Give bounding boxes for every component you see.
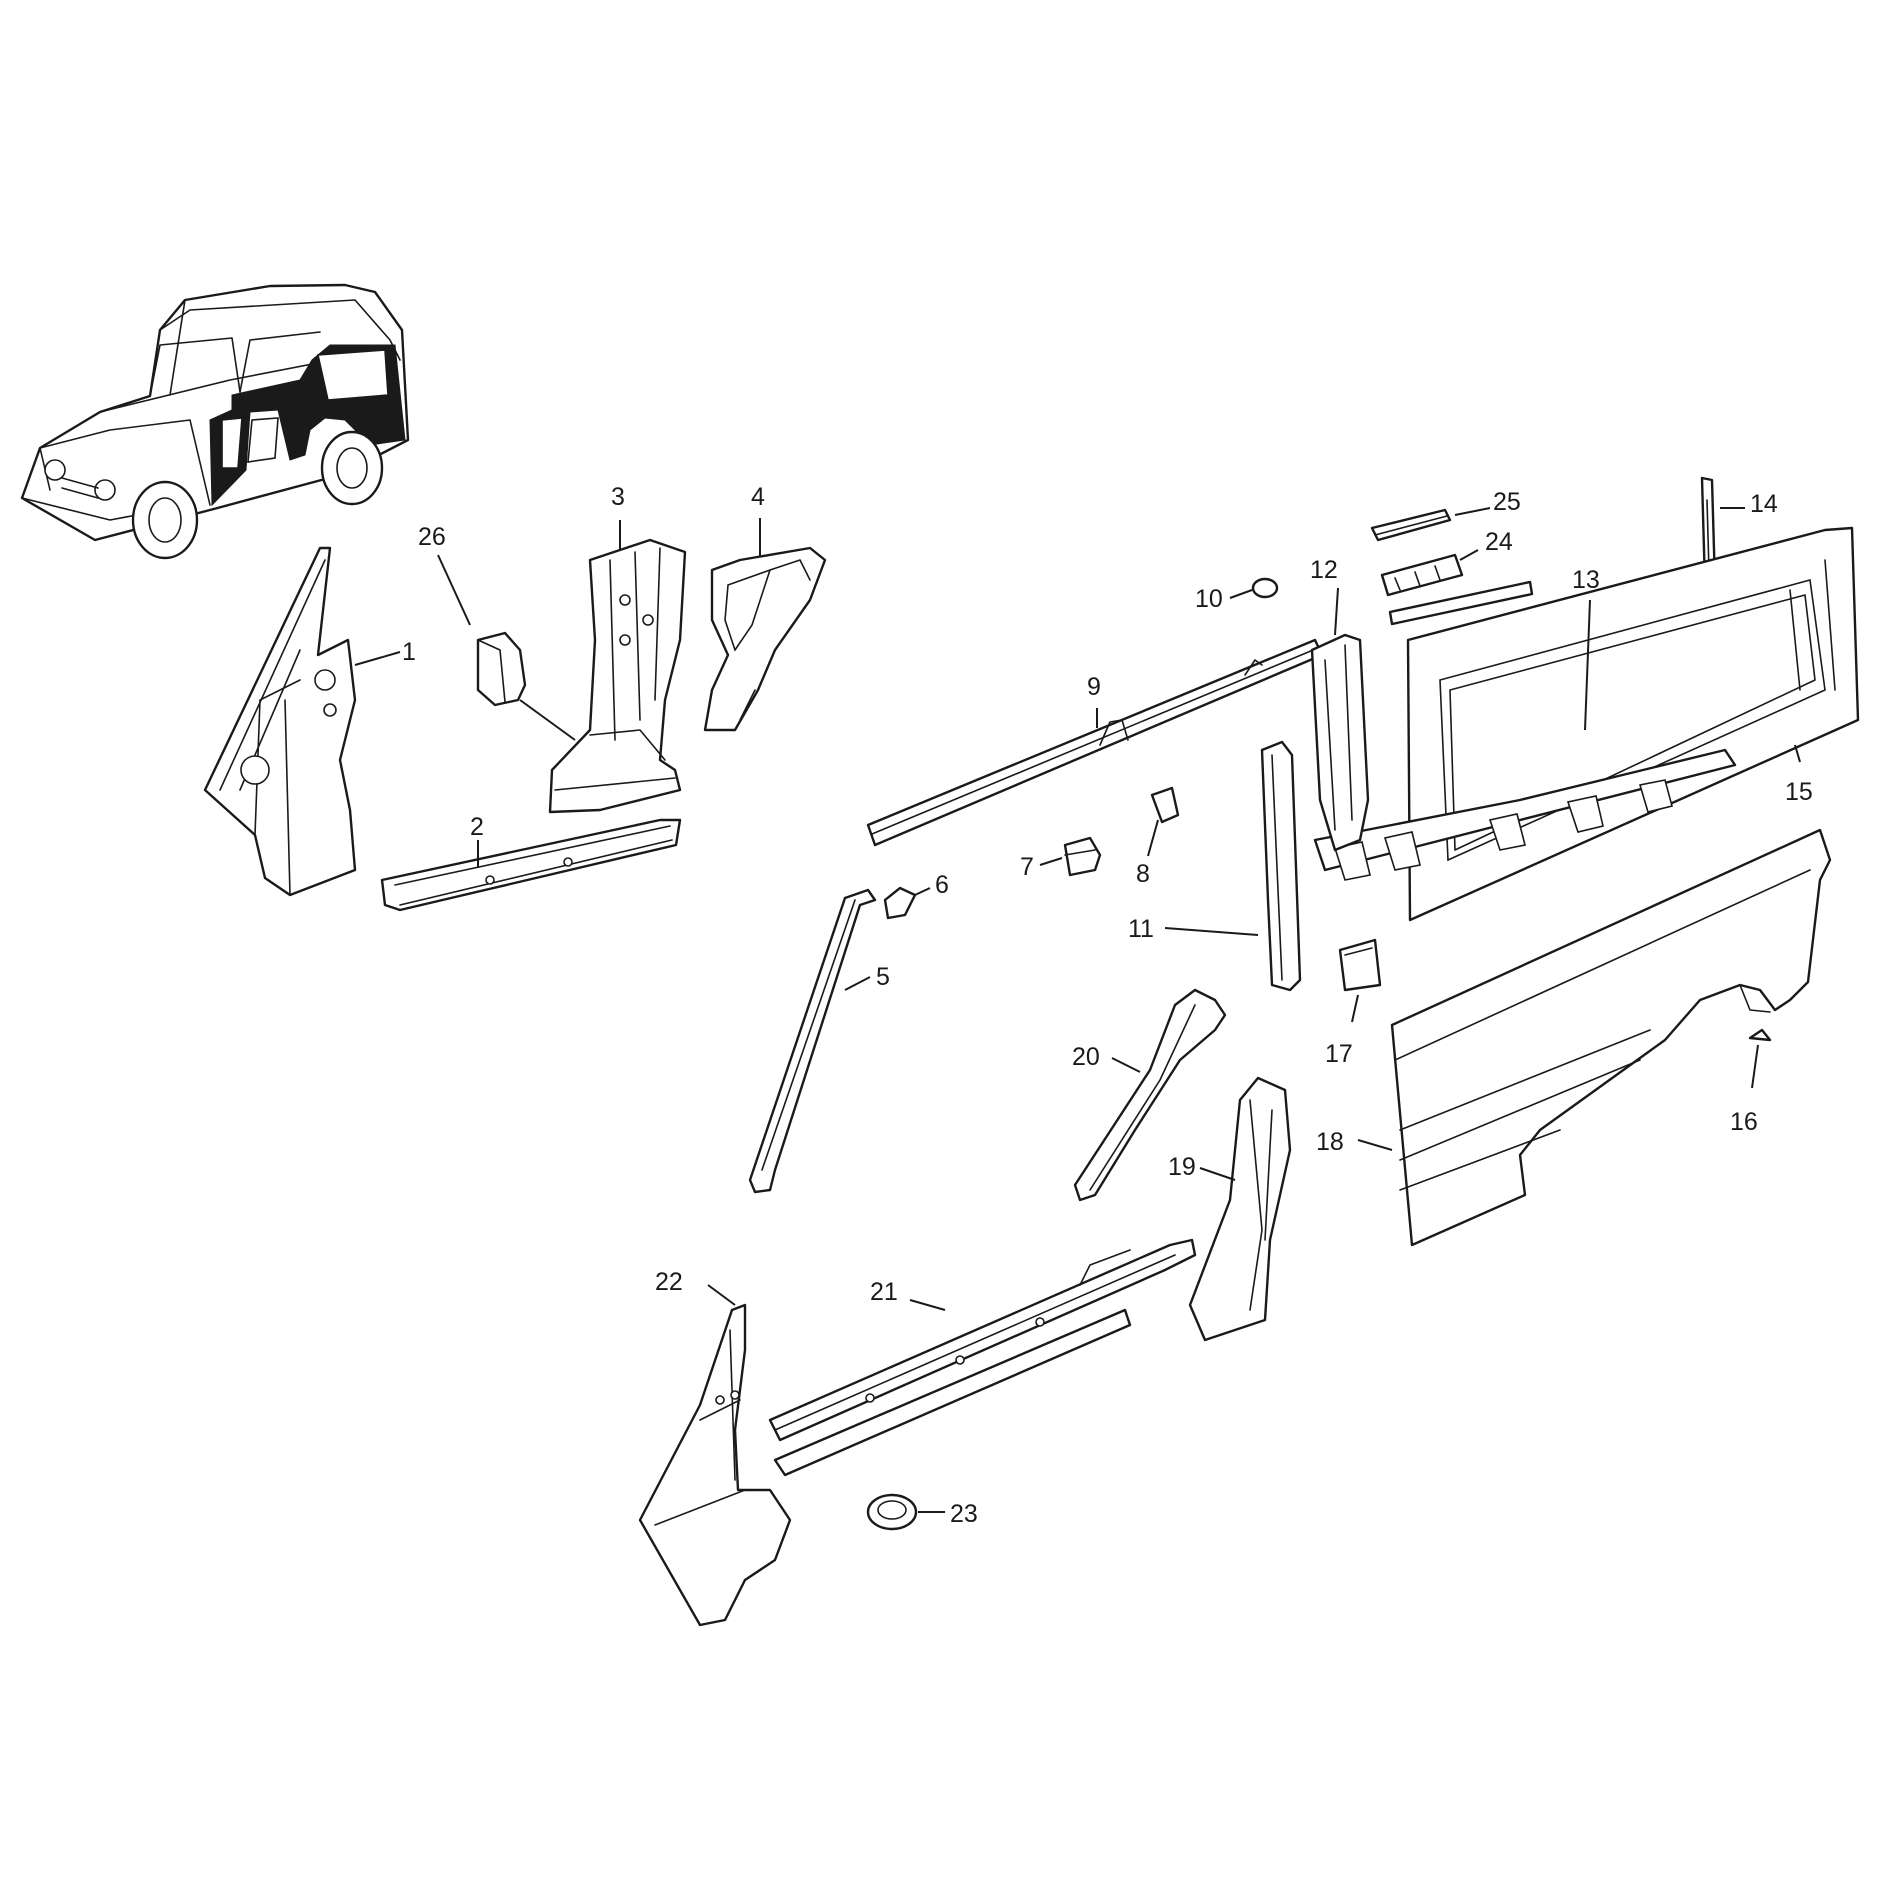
callout-9: 9 xyxy=(1087,673,1101,701)
leader-lines xyxy=(354,507,1801,1513)
callout-5: 5 xyxy=(876,963,890,991)
part-18-rear-fender xyxy=(1390,828,1832,1247)
callout-12: 12 xyxy=(1310,556,1338,584)
part-13-inner-panel xyxy=(1313,748,1737,881)
callout-2: 2 xyxy=(470,813,484,841)
part-9-roof-rail xyxy=(866,638,1324,847)
callout-25: 25 xyxy=(1493,488,1521,516)
part-7-bracket xyxy=(1063,836,1102,877)
callout-3: 3 xyxy=(611,483,625,511)
part-4-upper-bracket xyxy=(703,546,827,732)
part-25-strip xyxy=(1370,508,1452,542)
callout-24: 24 xyxy=(1485,528,1513,556)
part-10-plug xyxy=(1251,577,1279,599)
callout-21: 21 xyxy=(870,1278,898,1306)
callout-1: 1 xyxy=(402,638,416,666)
part-5-seal-strip xyxy=(748,888,877,1194)
callout-22: 22 xyxy=(655,1268,683,1296)
callout-7: 7 xyxy=(1020,853,1034,881)
callout-20: 20 xyxy=(1072,1043,1100,1071)
part-26-cover-block xyxy=(476,631,527,707)
part-3-b-pillar xyxy=(548,538,687,814)
callout-15: 15 xyxy=(1785,778,1813,806)
callout-11: 11 xyxy=(1128,915,1154,943)
part-1-a-pillar-inner xyxy=(203,546,357,897)
part-16-clip xyxy=(1748,1028,1772,1042)
callout-19: 19 xyxy=(1168,1153,1196,1181)
part-6-small-plate xyxy=(883,886,917,920)
part-12-c-pillar xyxy=(1310,633,1370,852)
part-19-c-pillar-lower xyxy=(1188,1076,1292,1342)
callout-4: 4 xyxy=(751,483,765,511)
callout-18: 18 xyxy=(1316,1128,1344,1156)
callout-16: 16 xyxy=(1730,1108,1758,1136)
callout-6: 6 xyxy=(935,871,949,899)
part-8-gusset xyxy=(1150,786,1180,824)
callout-10: 10 xyxy=(1195,585,1223,613)
part-22-front-lower-panel xyxy=(638,1303,792,1627)
callout-23: 23 xyxy=(950,1500,978,1528)
callout-8: 8 xyxy=(1136,860,1150,888)
callout-17: 17 xyxy=(1325,1040,1353,1068)
part-21-lower-sill xyxy=(768,1238,1197,1477)
part-24-gutter-rail xyxy=(1380,553,1534,626)
part-17-bracket xyxy=(1338,938,1382,992)
part-11-pillar-reinforcement xyxy=(1260,740,1302,992)
vehicle-overview-illustration xyxy=(20,283,410,560)
callout-13: 13 xyxy=(1572,566,1600,594)
callout-14: 14 xyxy=(1750,490,1778,518)
part-23-grommet xyxy=(866,1493,918,1531)
part-20-arch-inner xyxy=(1073,988,1227,1202)
callout-26: 26 xyxy=(418,523,446,551)
part-15-side-panel xyxy=(1406,526,1860,922)
callout-labels: 1 2 3 4 5 6 7 8 9 10 11 12 13 14 15 16 1… xyxy=(402,483,1813,1528)
part-2-sill-section xyxy=(380,818,682,912)
